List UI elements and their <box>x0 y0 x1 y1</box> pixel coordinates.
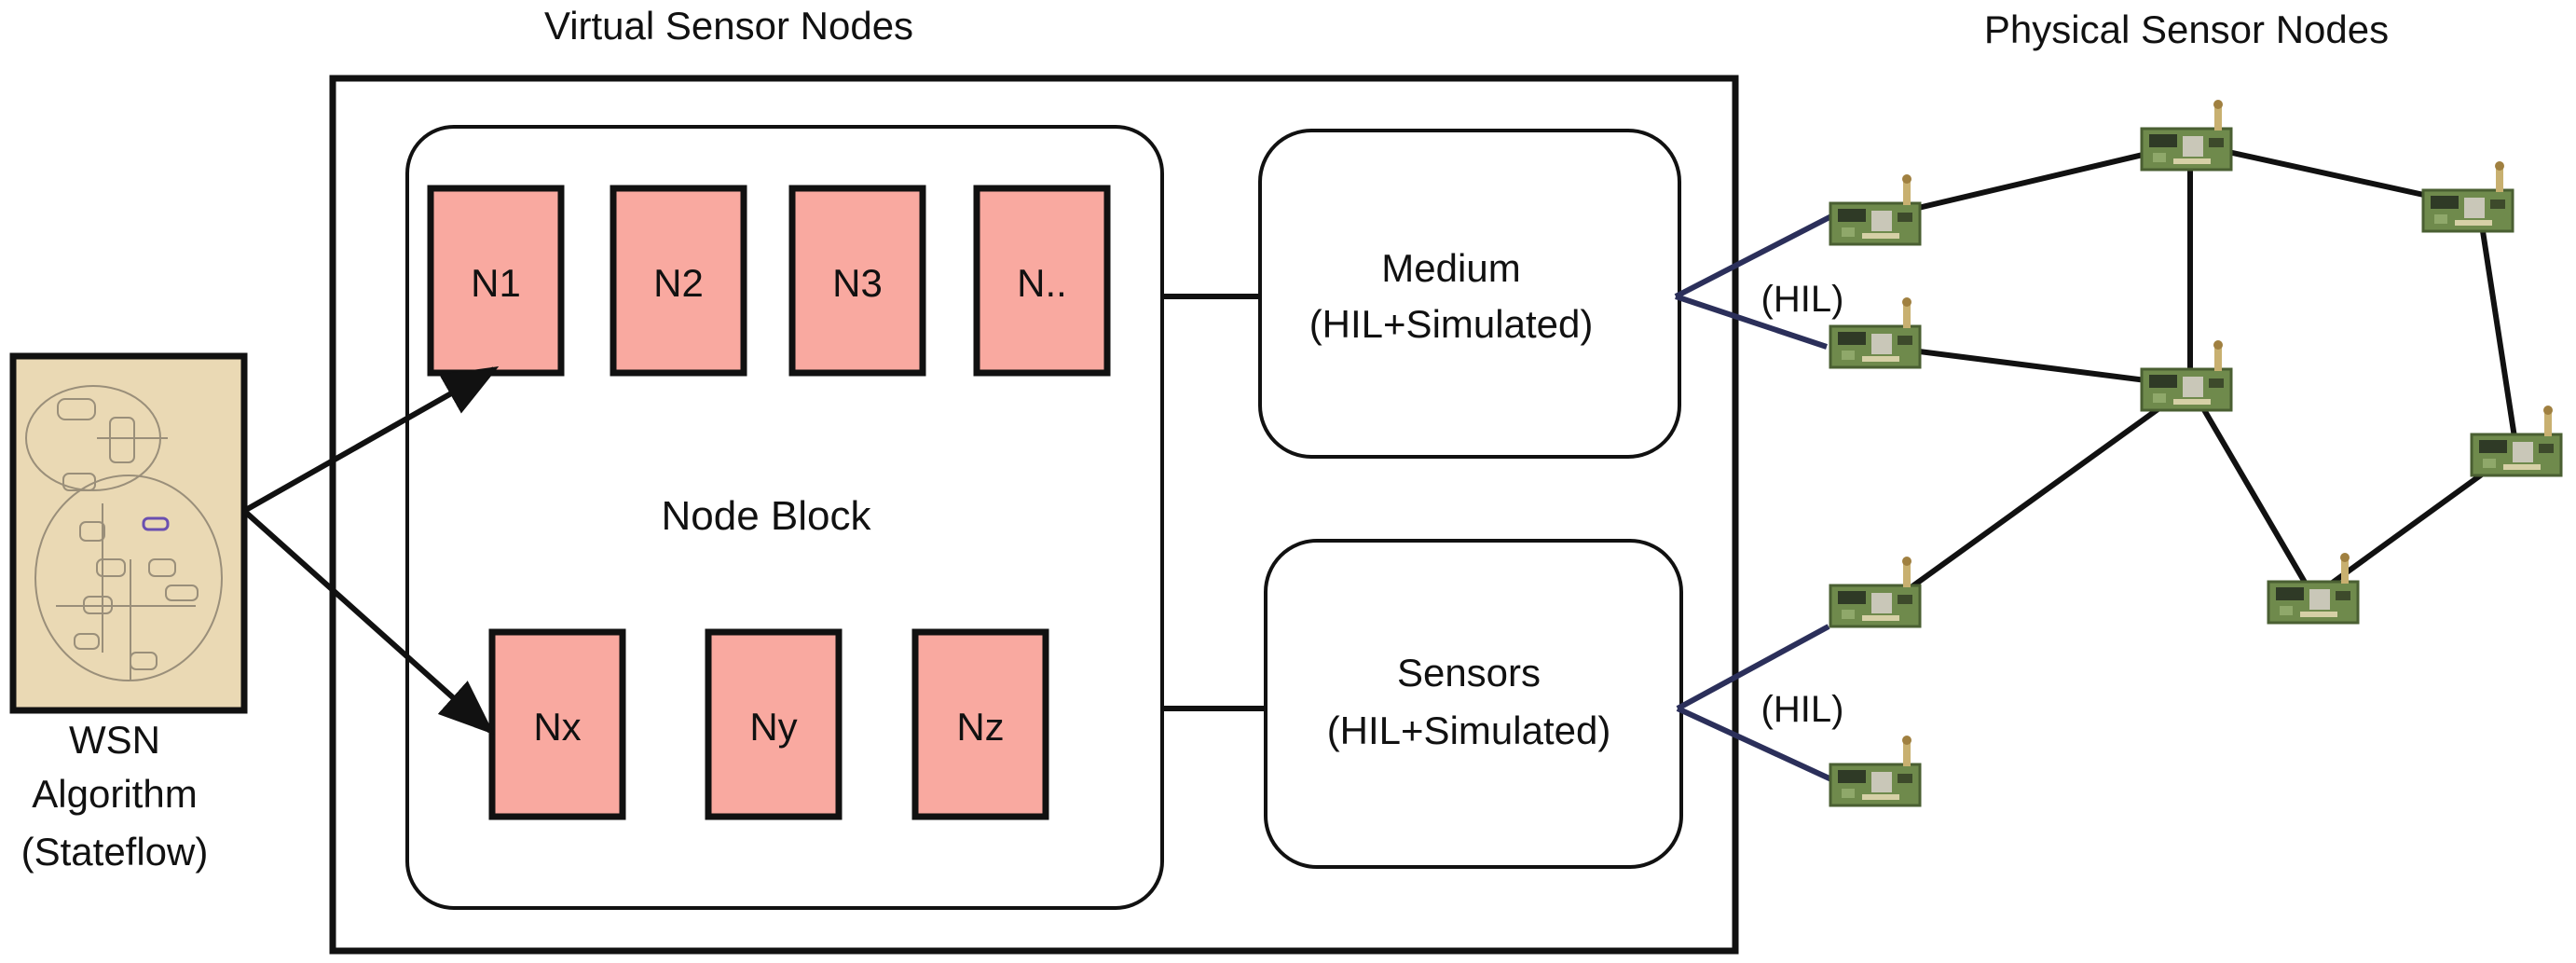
node-n1: N1 <box>427 185 565 377</box>
sensors-box <box>1264 539 1683 869</box>
node-ny: Ny <box>705 628 843 820</box>
node-ny-label: Ny <box>749 705 797 749</box>
node-n3-label: N3 <box>832 261 883 305</box>
medium-sublabel: (HIL+Simulated) <box>1309 302 1594 346</box>
hil-link-sensors-lower <box>1676 706 1833 782</box>
hil-label-bottom: (HIL) <box>1761 689 1844 730</box>
network-link <box>1881 383 2192 611</box>
sensor-mote-icon <box>2470 404 2563 477</box>
node-n2-label: N2 <box>653 261 704 305</box>
stateflow-diagram-image <box>9 352 248 714</box>
arrow-to-n1 <box>242 366 500 514</box>
node-block-label: Node Block <box>661 493 871 539</box>
stateflow-label: (Stateflow) <box>21 830 209 874</box>
sensor-mote-icon <box>1829 172 1922 246</box>
wsn-label: WSN <box>69 718 160 762</box>
medium-box <box>1258 129 1681 459</box>
algorithm-label: Algorithm <box>32 772 197 816</box>
network-link <box>1882 344 2191 389</box>
sensor-mote-icon <box>1829 555 1922 628</box>
node-nx-label: Nx <box>533 705 581 749</box>
node-n-more-label: N.. <box>1017 261 1067 305</box>
node-n-more: N.. <box>973 185 1111 377</box>
arrow-to-nx <box>242 508 495 735</box>
node-n2: N2 <box>610 185 747 377</box>
node-nz: Nz <box>911 628 1049 820</box>
node-n1-label: N1 <box>471 261 521 305</box>
node-nz-label: Nz <box>956 705 1004 749</box>
node-n3: N3 <box>788 185 926 377</box>
virtual-sensor-nodes-title: Virtual Sensor Nodes <box>544 4 913 48</box>
network-link <box>1882 141 2191 219</box>
node-nx: Nx <box>488 628 626 820</box>
hil-link-sensors-upper <box>1676 624 1830 711</box>
sensor-mote-icon <box>2140 98 2233 172</box>
sensor-mote-icon <box>1829 734 1922 807</box>
network-link <box>2476 206 2519 450</box>
network-link <box>2187 384 2316 598</box>
sensors-label: Sensors <box>1397 651 1541 695</box>
hil-label-top: (HIL) <box>1761 279 1844 320</box>
physical-sensor-nodes-title: Physical Sensor Nodes <box>1984 7 2389 51</box>
medium-label: Medium <box>1381 246 1520 290</box>
sensor-mote-icon <box>2421 159 2514 233</box>
sensor-mote-icon <box>2267 551 2360 625</box>
hil-link-medium-lower <box>1675 294 1828 350</box>
sensors-sublabel: (HIL+Simulated) <box>1327 708 1611 752</box>
hil-link-medium-upper <box>1674 213 1833 299</box>
sensor-mote-icon <box>2140 338 2233 412</box>
virtual-sensor-frame <box>329 75 1739 955</box>
